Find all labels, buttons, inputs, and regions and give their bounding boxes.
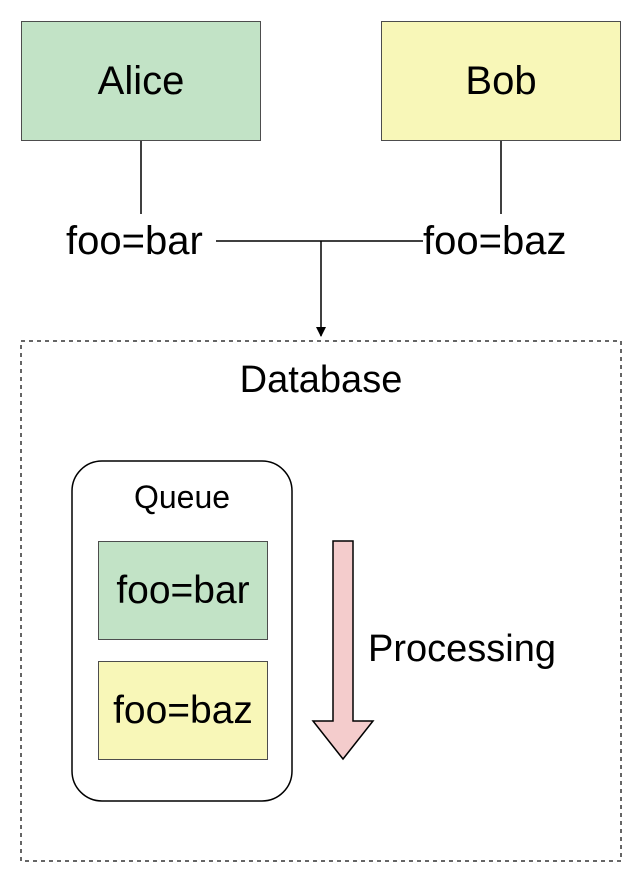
- database-container: [20, 340, 622, 862]
- queue-item: foo=baz: [98, 661, 268, 760]
- database-title: Database: [239, 359, 403, 401]
- queue-item: foo=bar: [98, 541, 268, 640]
- actor-bob: Bob: [381, 21, 621, 141]
- queue-title: Queue: [133, 479, 231, 515]
- message-label-bob: foo=baz: [423, 218, 567, 264]
- processing-label: Processing: [368, 628, 556, 670]
- message-label-alice: foo=bar: [66, 218, 203, 264]
- actor-alice: Alice: [21, 21, 261, 141]
- processing-arrow: [311, 540, 375, 761]
